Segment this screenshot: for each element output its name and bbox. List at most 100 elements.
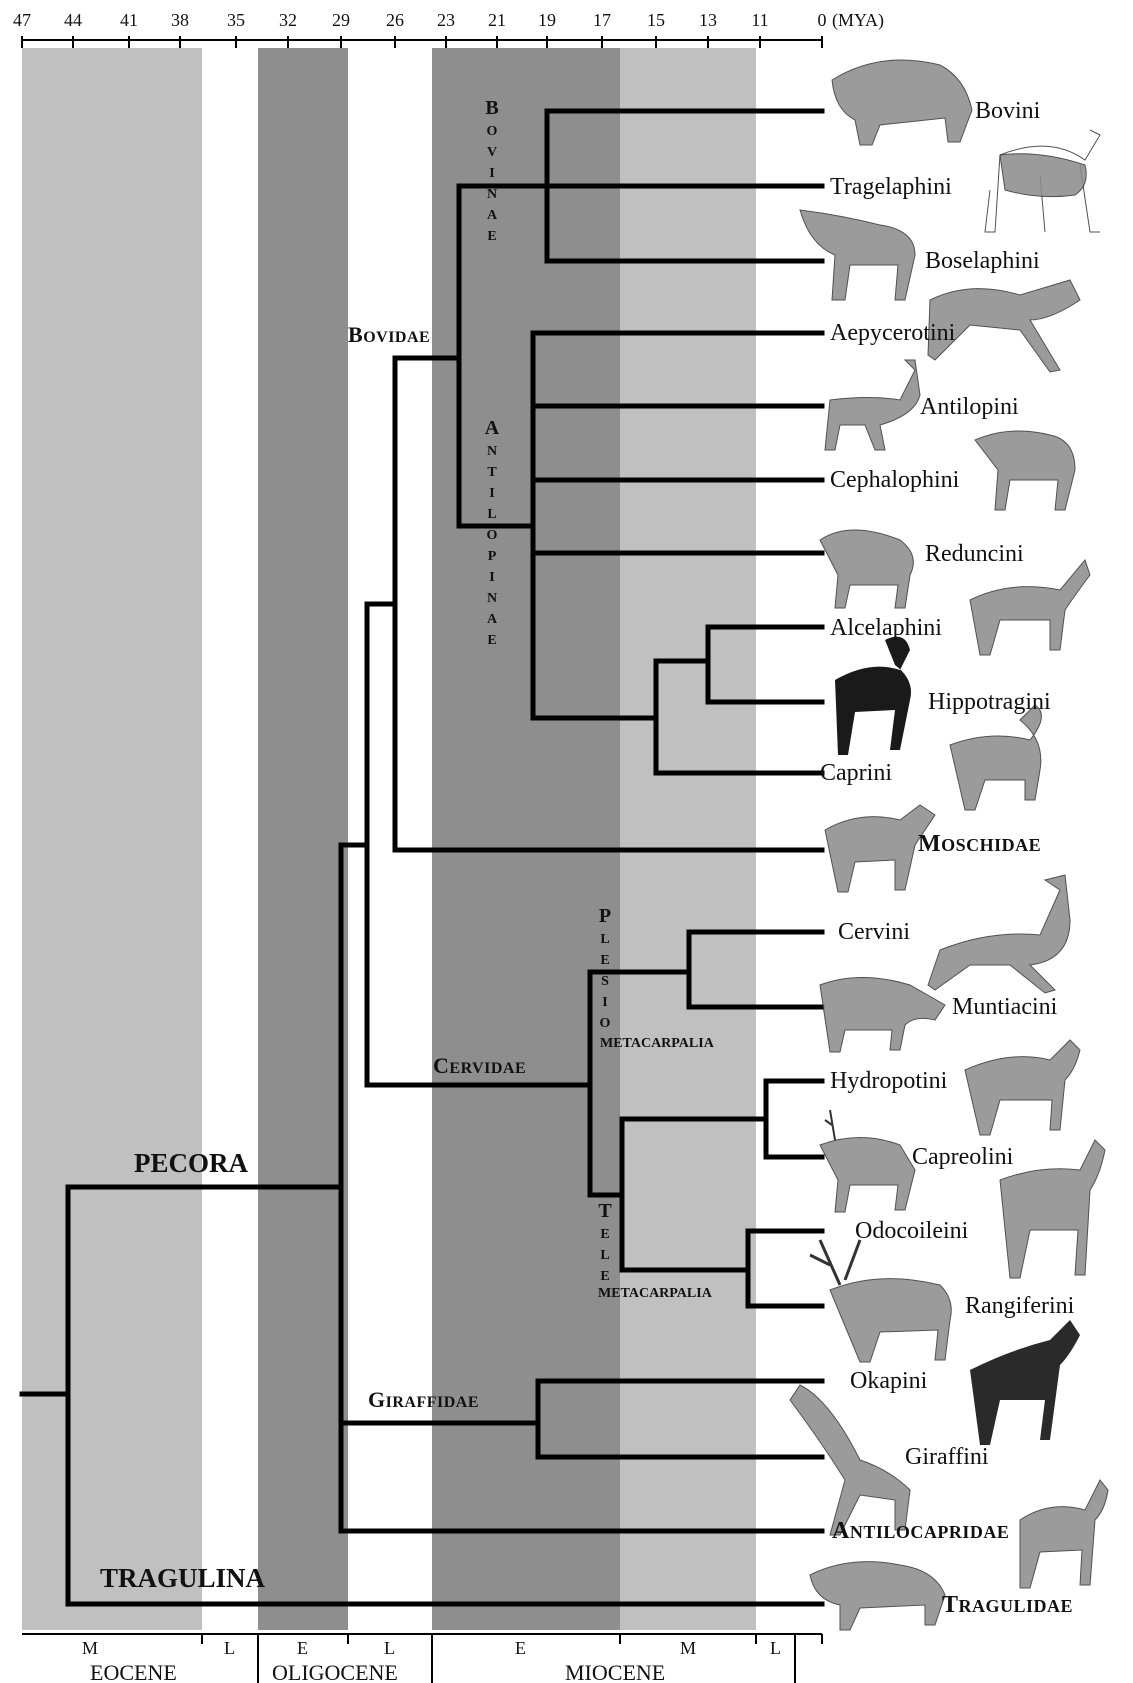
label-antilopini: Antilopini <box>920 394 1019 420</box>
waterbuck-icon <box>820 530 913 608</box>
chevrotain-icon <box>810 1562 945 1630</box>
axis-tick-label: 38 <box>171 10 189 30</box>
label-hydropotini: Hydropotini <box>830 1068 948 1094</box>
vertical-letter: B <box>485 97 498 119</box>
epoch-sub-late-miocene: L <box>770 1638 781 1658</box>
vertical-letter: P <box>488 549 497 564</box>
duiker-icon <box>975 431 1075 510</box>
sable-antelope-icon <box>835 637 911 755</box>
vertical-letter: E <box>600 953 609 968</box>
axis-tick-label: 23 <box>437 10 455 30</box>
vertical-letter: N <box>487 444 497 459</box>
nilgai-icon <box>800 210 915 300</box>
axis-tick-label: 11 <box>751 10 768 30</box>
vertical-letter: I <box>489 570 494 585</box>
label-tragulina: TRAGULINA <box>100 1563 266 1593</box>
vertical-letter: O <box>487 528 498 543</box>
axis-tick-label: 29 <box>332 10 350 30</box>
epoch-sub-late-oligocene: L <box>384 1638 395 1658</box>
gazelle-icon <box>825 360 920 450</box>
epoch-sub-early-oligocene: E <box>297 1638 308 1658</box>
label-pecora: PECORA <box>134 1148 249 1178</box>
epoch-sub-middle-miocene: M <box>680 1638 696 1658</box>
axis-tick-label: 47 <box>13 10 31 30</box>
label-rangiferini: Rangiferini <box>965 1293 1075 1319</box>
axis-tick-label: 0 <box>818 10 827 30</box>
epoch-sub-middle-eocene: M <box>82 1638 98 1658</box>
axis-tick-label: 32 <box>279 10 297 30</box>
label-boselaphini: Boselaphini <box>925 248 1040 274</box>
vertical-letter: I <box>489 166 494 181</box>
water-deer-icon <box>965 1040 1080 1135</box>
axis-unit-label: (MYA) <box>832 10 884 31</box>
time-bands <box>22 48 756 1630</box>
pronghorn-icon <box>1020 1480 1108 1588</box>
okapi-icon <box>970 1320 1080 1445</box>
label-hippotragini: Hippotragini <box>928 689 1051 715</box>
vertical-letter: N <box>487 187 497 202</box>
label-caprini: Caprini <box>820 760 892 786</box>
vertical-letter: A <box>485 417 500 439</box>
axis-tick-label: 13 <box>699 10 717 30</box>
tele-suffix: METACARPALIA <box>598 1286 713 1301</box>
epoch-miocene: MIOCENE <box>565 1660 665 1683</box>
band-early-oligocene <box>258 48 348 1630</box>
axis-tick-label: 17 <box>593 10 611 30</box>
vertical-letter: L <box>600 932 609 947</box>
top-axis: 47 44 41 38 35 32 29 26 23 21 19 17 15 13 11 0 (MYA) <box>13 10 884 48</box>
label-tragulidae: TRAGULIDAE <box>942 1592 1073 1618</box>
axis-tick-label: 26 <box>386 10 404 30</box>
vertical-letter: O <box>487 124 498 139</box>
label-aepycerotini: Aepycerotini <box>830 320 956 346</box>
label-muntiacini: Muntiacini <box>952 994 1058 1020</box>
axis-tick-label: 44 <box>64 10 82 30</box>
epoch-sub-early-miocene: E <box>515 1638 526 1658</box>
label-moschidae: MOSCHIDAE <box>918 831 1041 857</box>
giraffe-icon <box>790 1385 910 1535</box>
label-cervini: Cervini <box>838 919 910 945</box>
bottom-axis: M L E L E M L EOCENE OLIGOCENE MIOCENE <box>22 1634 822 1683</box>
band-late-eocene <box>202 48 258 1630</box>
axis-tick-label: 15 <box>647 10 665 30</box>
vertical-letter: I <box>602 995 607 1010</box>
vertical-letter: L <box>600 1248 609 1263</box>
band-late-oligocene <box>348 48 432 1630</box>
chital-icon <box>928 875 1070 993</box>
reindeer-icon <box>810 1240 951 1362</box>
vertical-letter: E <box>487 229 496 244</box>
vertical-letter: E <box>600 1227 609 1242</box>
label-capreolini: Capreolini <box>912 1144 1014 1170</box>
vertical-letter: V <box>487 145 497 160</box>
axis-tick-label: 21 <box>488 10 506 30</box>
label-reduncini: Reduncini <box>925 541 1024 567</box>
label-alcelaphini: Alcelaphini <box>830 615 942 641</box>
hartebeest-icon <box>970 560 1090 655</box>
label-cephalophini: Cephalophini <box>830 467 960 493</box>
mouflon-icon <box>950 705 1041 810</box>
vertical-letter: I <box>489 486 494 501</box>
label-tragelaphini: Tragelaphini <box>830 174 952 200</box>
label-giraffini: Giraffini <box>905 1444 989 1470</box>
label-odocoileini: Odocoileini <box>855 1218 969 1244</box>
vertical-letter: L <box>487 507 496 522</box>
label-bovini: Bovini <box>975 98 1041 124</box>
axis-tick-label: 19 <box>538 10 556 30</box>
bison-icon <box>832 60 972 145</box>
vertical-letter: S <box>601 974 609 989</box>
axis-tick-label: 35 <box>227 10 245 30</box>
vertical-letter: N <box>487 591 497 606</box>
roe-deer-icon <box>820 1110 915 1212</box>
vertical-letter: O <box>600 1016 611 1031</box>
epoch-sub-late-eocene: L <box>224 1638 235 1658</box>
muntjac-icon <box>820 978 945 1053</box>
vertical-letter: P <box>599 905 611 927</box>
axis-tick-label: 41 <box>120 10 138 30</box>
kudu-icon <box>985 130 1100 232</box>
vertical-letter: E <box>487 633 496 648</box>
label-okapini: Okapini <box>850 1368 928 1394</box>
vertical-letter: A <box>487 208 498 223</box>
vertical-letter: T <box>598 1200 612 1222</box>
white-tailed-deer-icon <box>1000 1140 1105 1278</box>
plesio-suffix: METACARPALIA <box>600 1036 715 1051</box>
